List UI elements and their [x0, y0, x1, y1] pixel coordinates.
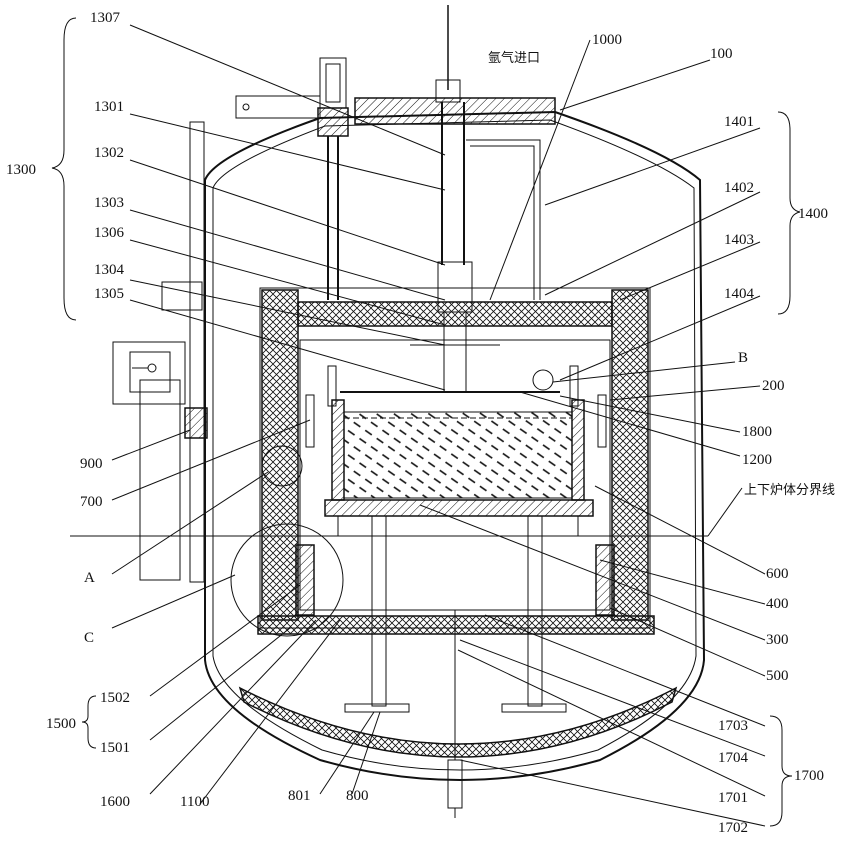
lift-mechanism: [236, 58, 348, 300]
label-1302: 1302: [94, 145, 124, 161]
label-600: 600: [766, 566, 789, 582]
crucible: [325, 400, 593, 536]
label-400: 400: [766, 596, 789, 612]
label-1307: 1307: [90, 10, 121, 26]
label-1403: 1403: [724, 232, 754, 248]
label-1500: 1500: [46, 716, 76, 732]
label-A: A: [84, 570, 95, 586]
label-200: 200: [762, 378, 785, 394]
side-valve: [113, 122, 207, 582]
label-1301: 1301: [94, 99, 124, 115]
label-1502: 1502: [100, 690, 130, 706]
label-1304: 1304: [94, 262, 125, 278]
label-1402: 1402: [724, 180, 754, 196]
detail-B-circle: [533, 370, 553, 390]
label-700: 700: [80, 494, 103, 510]
label-1100: 1100: [180, 794, 209, 810]
label-1303: 1303: [94, 195, 124, 211]
label-B: B: [738, 350, 748, 366]
label-1404: 1404: [724, 286, 755, 302]
label-300: 300: [766, 632, 789, 648]
label-1400: 1400: [798, 206, 828, 222]
brace-1400: [778, 112, 800, 314]
bottom-rod: [448, 610, 462, 818]
label-1702: 1702: [718, 820, 748, 836]
argon-pipe: [466, 140, 540, 300]
label-1800: 1800: [742, 424, 772, 440]
label-1000: 1000: [592, 32, 622, 48]
label-1306: 1306: [94, 225, 125, 241]
brace-1700: [770, 716, 792, 826]
label-900: 900: [80, 456, 103, 472]
label-100: 100: [710, 46, 733, 62]
label-1200: 1200: [742, 452, 772, 468]
label-1501: 1501: [100, 740, 130, 756]
label-1704: 1704: [718, 750, 749, 766]
label-argon-inlet: 氩气进口: [488, 50, 540, 66]
label-801: 801: [288, 788, 311, 804]
label-C: C: [84, 630, 94, 646]
label-1600: 1600: [100, 794, 130, 810]
brace-1300: [52, 18, 76, 320]
label-500: 500: [766, 668, 789, 684]
label-1305: 1305: [94, 286, 124, 302]
label-1701: 1701: [718, 790, 748, 806]
brace-1500: [82, 696, 96, 748]
label-1703: 1703: [718, 718, 748, 734]
label-1700: 1700: [794, 768, 824, 784]
label-1401: 1401: [724, 114, 754, 130]
label-800: 800: [346, 788, 369, 804]
label-1300: 1300: [6, 162, 36, 178]
label-furnace-divide: 上下炉体分界线: [744, 483, 835, 498]
